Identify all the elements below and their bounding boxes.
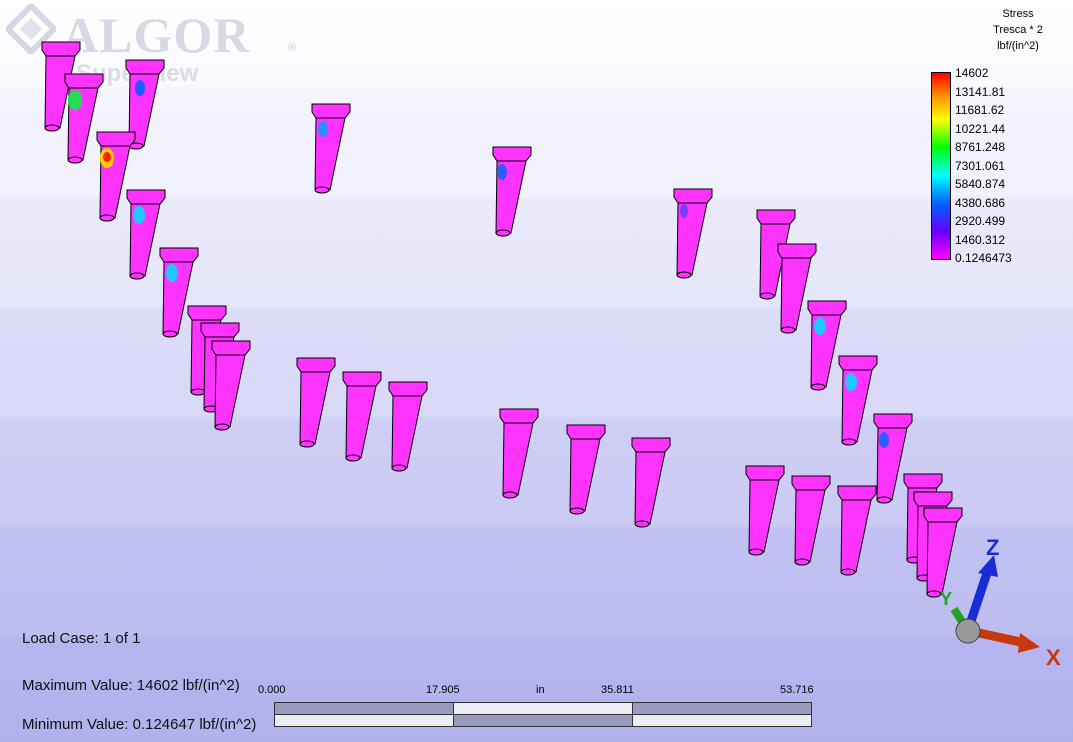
legend-value: 2920.499 — [955, 214, 1006, 228]
legend-value: 1460.312 — [955, 232, 1006, 247]
scale-tick-3: 53.716 — [780, 684, 814, 696]
scale-tick-2: 35.811 — [601, 684, 634, 696]
stress-hotspots — [68, 80, 889, 448]
legend-value: 14602 — [955, 66, 989, 80]
legend-title: Stress Tresca * 2 lbf/(in^2) — [970, 6, 1066, 54]
ruler-segment — [453, 714, 633, 727]
legend-title-unit: lbf/(in^2) — [997, 40, 1039, 52]
axis-triad[interactable]: Z X Y — [930, 525, 1070, 670]
legend-labels: 14602 13141.81 11681.62 10221.44 8761.24… — [955, 67, 1012, 271]
legend-value: 5840.874 — [955, 177, 1006, 191]
legend-color-bar — [931, 72, 951, 260]
z-axis-arrowhead — [978, 555, 998, 577]
y-axis-label: Y — [940, 589, 952, 609]
logo-registered: ® — [288, 42, 297, 54]
triad-origin — [955, 618, 981, 644]
algor-diamond-icon — [6, 4, 56, 54]
logo-brand: ALGOR — [62, 7, 251, 63]
legend-value: 0.1246473 — [955, 251, 1012, 265]
legend-value: 11681.62 — [955, 103, 1005, 117]
legend-title-type: Tresca * 2 — [993, 24, 1043, 36]
legend-value: 13141.81 — [955, 84, 1006, 99]
scale-tick-1: 17.905 — [426, 684, 460, 696]
minimum-value-label: Minimum Value: 0.124647 lbf/(in^2) — [22, 716, 257, 733]
x-axis-arrowhead — [1018, 633, 1040, 653]
legend-value: 10221.44 — [955, 121, 1006, 136]
ruler-segment — [632, 714, 812, 727]
legend-value: 8761.248 — [955, 140, 1006, 154]
scale-ruler — [274, 702, 812, 730]
legend-title-quantity: Stress — [1002, 8, 1034, 20]
maximum-value-label: Maximum Value: 14602 lbf/(in^2) — [22, 677, 240, 694]
legend-value: 7301.061 — [955, 158, 1006, 173]
legend-value: 4380.686 — [955, 195, 1006, 210]
scale-tick-0: 0.000 — [258, 684, 286, 696]
scale-unit: in — [536, 684, 545, 696]
x-axis-label: X — [1046, 645, 1061, 670]
algor-logo: ALGOR ® SuperView — [6, 2, 306, 87]
z-axis-label: Z — [986, 535, 999, 560]
ruler-segment — [274, 714, 454, 727]
load-case-label: Load Case: 1 of 1 — [22, 630, 141, 647]
